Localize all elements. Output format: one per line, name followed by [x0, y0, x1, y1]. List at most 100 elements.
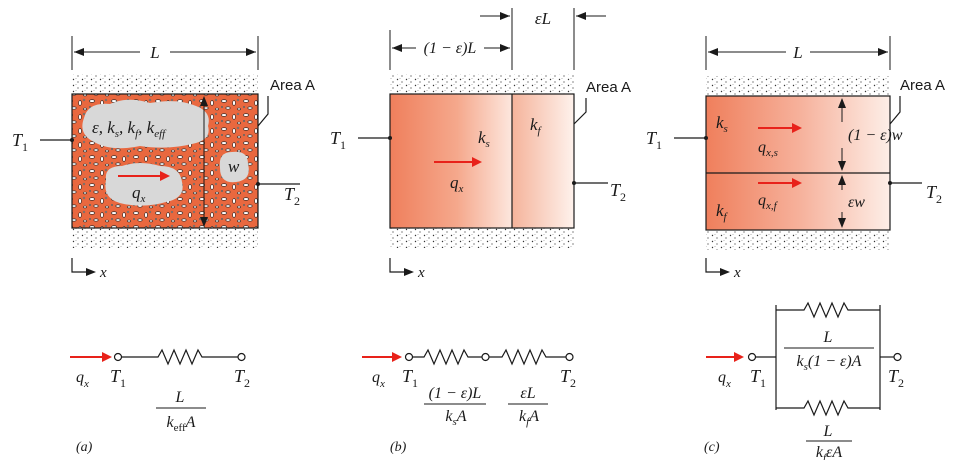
- x-axis-arrowhead: [86, 268, 96, 276]
- eps-dim-arrow-left: [500, 12, 510, 20]
- x-axis: [705, 258, 722, 273]
- kf-label: kf: [530, 115, 543, 137]
- t2-dot: [572, 181, 576, 185]
- length-label: L: [149, 43, 159, 62]
- t2-label: T2: [284, 184, 300, 208]
- w-dim-arrow-top: [200, 96, 208, 106]
- eps-w: εw: [848, 194, 865, 211]
- circuit-q-label: qx: [718, 369, 731, 390]
- r-solid-den: ks(1 − ε)A: [797, 353, 862, 373]
- t1-label: T1: [12, 130, 28, 154]
- t1-label: T1: [646, 128, 662, 152]
- panel-b: (1 − ε)L εL ks kf qx T1 T2 Area A x qx: [330, 8, 631, 455]
- area-leader: [573, 98, 587, 125]
- slab-outline: [705, 95, 891, 231]
- area-label: Area A: [586, 79, 631, 96]
- insulation-bottom: [72, 228, 258, 248]
- kf-label: kf: [716, 201, 729, 223]
- area-label: Area A: [270, 77, 315, 94]
- node-t2: [237, 352, 246, 362]
- x-label: x: [733, 265, 741, 281]
- r-solid-num: L: [823, 329, 833, 346]
- w-dim-arrow-b-bottom: [838, 218, 846, 228]
- panel-a: L ε, ks, kf, keff qx w T1 T2 Area A x: [12, 36, 315, 455]
- circuit-q-label: qx: [76, 369, 89, 390]
- resistor-eff: [121, 348, 238, 366]
- slab: [706, 96, 890, 230]
- r-solid-num: (1 − ε)L: [429, 385, 482, 402]
- node-mid: [481, 352, 490, 362]
- panel-c: L ks kf qx,s qx,f (1 − ε)w εw T1 T2 Area…: [646, 36, 945, 460]
- caption-c: (c): [704, 440, 720, 455]
- label-cloud-props: [82, 99, 209, 149]
- slab-outline: [389, 93, 575, 229]
- resistor-fluid-parallel: [776, 399, 880, 417]
- q-label: qx: [450, 173, 464, 195]
- x-axis: [71, 258, 88, 273]
- r-fluid-num: εL: [520, 385, 535, 402]
- node-t2: [893, 352, 902, 362]
- w-dim-arrow-a-bottom: [838, 161, 846, 171]
- t2-label: T2: [610, 180, 626, 204]
- r-fluid-den: kfA: [519, 408, 539, 428]
- node-t1: [113, 352, 123, 362]
- circuit-t2: T2: [888, 366, 904, 390]
- t2-dot: [256, 182, 260, 186]
- q-label: qx: [132, 183, 146, 205]
- circuit-t1: T1: [750, 366, 766, 390]
- dim-arrow-right: [246, 48, 256, 56]
- circuit-q-arrowhead: [102, 352, 112, 362]
- qxf-label: qx,f: [758, 192, 779, 212]
- node-t1: [747, 352, 757, 362]
- dim-arrow-mid: [500, 44, 510, 52]
- ks-label: ks: [478, 128, 490, 150]
- t1-dot: [704, 136, 708, 140]
- caption-b: (b): [390, 440, 407, 455]
- r-solid-den: ksA: [445, 408, 466, 428]
- circuit-q-label: qx: [372, 369, 385, 390]
- label-cloud-w: [219, 151, 249, 183]
- t1-dot: [388, 136, 392, 140]
- t2-label: T2: [926, 182, 942, 206]
- t1-dot: [70, 138, 74, 142]
- t1-label: T1: [330, 128, 346, 152]
- node-t2: [565, 352, 574, 362]
- area-leader: [257, 96, 269, 127]
- insulation-bottom: [706, 230, 890, 250]
- eps-l-label: εL: [535, 9, 551, 28]
- w-label: w: [228, 157, 240, 176]
- circuit-t1: T1: [402, 366, 418, 390]
- heat-flow-arrowhead: [160, 171, 170, 181]
- circuit-t2: T2: [560, 366, 576, 390]
- circuit-q-arrowhead: [734, 352, 744, 362]
- insulation-bottom: [390, 228, 574, 248]
- r-fluid-den: kfεA: [816, 444, 842, 460]
- resistor-fluid: [489, 348, 566, 366]
- heat-flow-arrowhead: [472, 157, 482, 167]
- insulation-top: [390, 74, 574, 94]
- qxs-label: qx,s: [758, 139, 778, 159]
- dim-arrow-left: [74, 48, 84, 56]
- x-axis-arrowhead: [404, 268, 414, 276]
- ks-label: ks: [716, 113, 728, 135]
- x-label: x: [417, 265, 425, 281]
- eps-dim-arrow-right: [576, 12, 586, 20]
- x-label: x: [99, 265, 107, 281]
- r-eff-den: keffA: [167, 414, 196, 434]
- dim-arrow-left: [708, 48, 718, 56]
- node-t1: [404, 352, 414, 362]
- insulation-top: [706, 76, 890, 96]
- area-leader: [889, 96, 901, 125]
- circuit-t2: T2: [234, 366, 250, 390]
- dim-arrow-right: [878, 48, 888, 56]
- fluid-region: [512, 94, 574, 228]
- one-minus-eps-w: (1 − ε)w: [848, 127, 903, 144]
- r-fluid-num: L: [823, 423, 833, 440]
- w-dim-arrow-bottom: [200, 217, 208, 227]
- caption-a: (a): [76, 440, 93, 455]
- x-axis-arrowhead: [720, 268, 730, 276]
- area-label: Area A: [900, 77, 945, 94]
- r-eff-num: L: [175, 389, 185, 406]
- dim-arrow-left: [392, 44, 402, 52]
